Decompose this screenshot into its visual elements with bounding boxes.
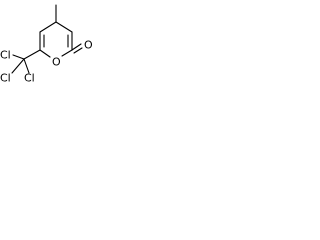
chlorine-lower-right-label: Cl bbox=[24, 72, 35, 85]
bond-c-cl-lower-right bbox=[23, 58, 30, 74]
bond-o1-c6 bbox=[39, 49, 51, 58]
carbonyl-double-bond bbox=[71, 43, 83, 54]
bond-c-cl-left bbox=[12, 54, 25, 60]
structure-diagram: O O Cl Cl Cl bbox=[0, 4, 93, 85]
bond-c6-c5 bbox=[39, 31, 45, 51]
ring-oxygen-label: O bbox=[52, 56, 61, 69]
bond-c4-c3 bbox=[55, 21, 73, 33]
chlorine-lower-left-label: Cl bbox=[0, 72, 11, 85]
chlorine-left-label: Cl bbox=[0, 49, 11, 62]
bond-c6-ccl3 bbox=[23, 49, 41, 60]
bond-c-cl-lower-left bbox=[11, 58, 25, 74]
carbonyl-oxygen-label: O bbox=[84, 39, 93, 52]
bond-c3-c2 bbox=[67, 31, 73, 51]
bond-c5-c4 bbox=[39, 21, 57, 33]
bond-c2-o1 bbox=[61, 49, 73, 57]
